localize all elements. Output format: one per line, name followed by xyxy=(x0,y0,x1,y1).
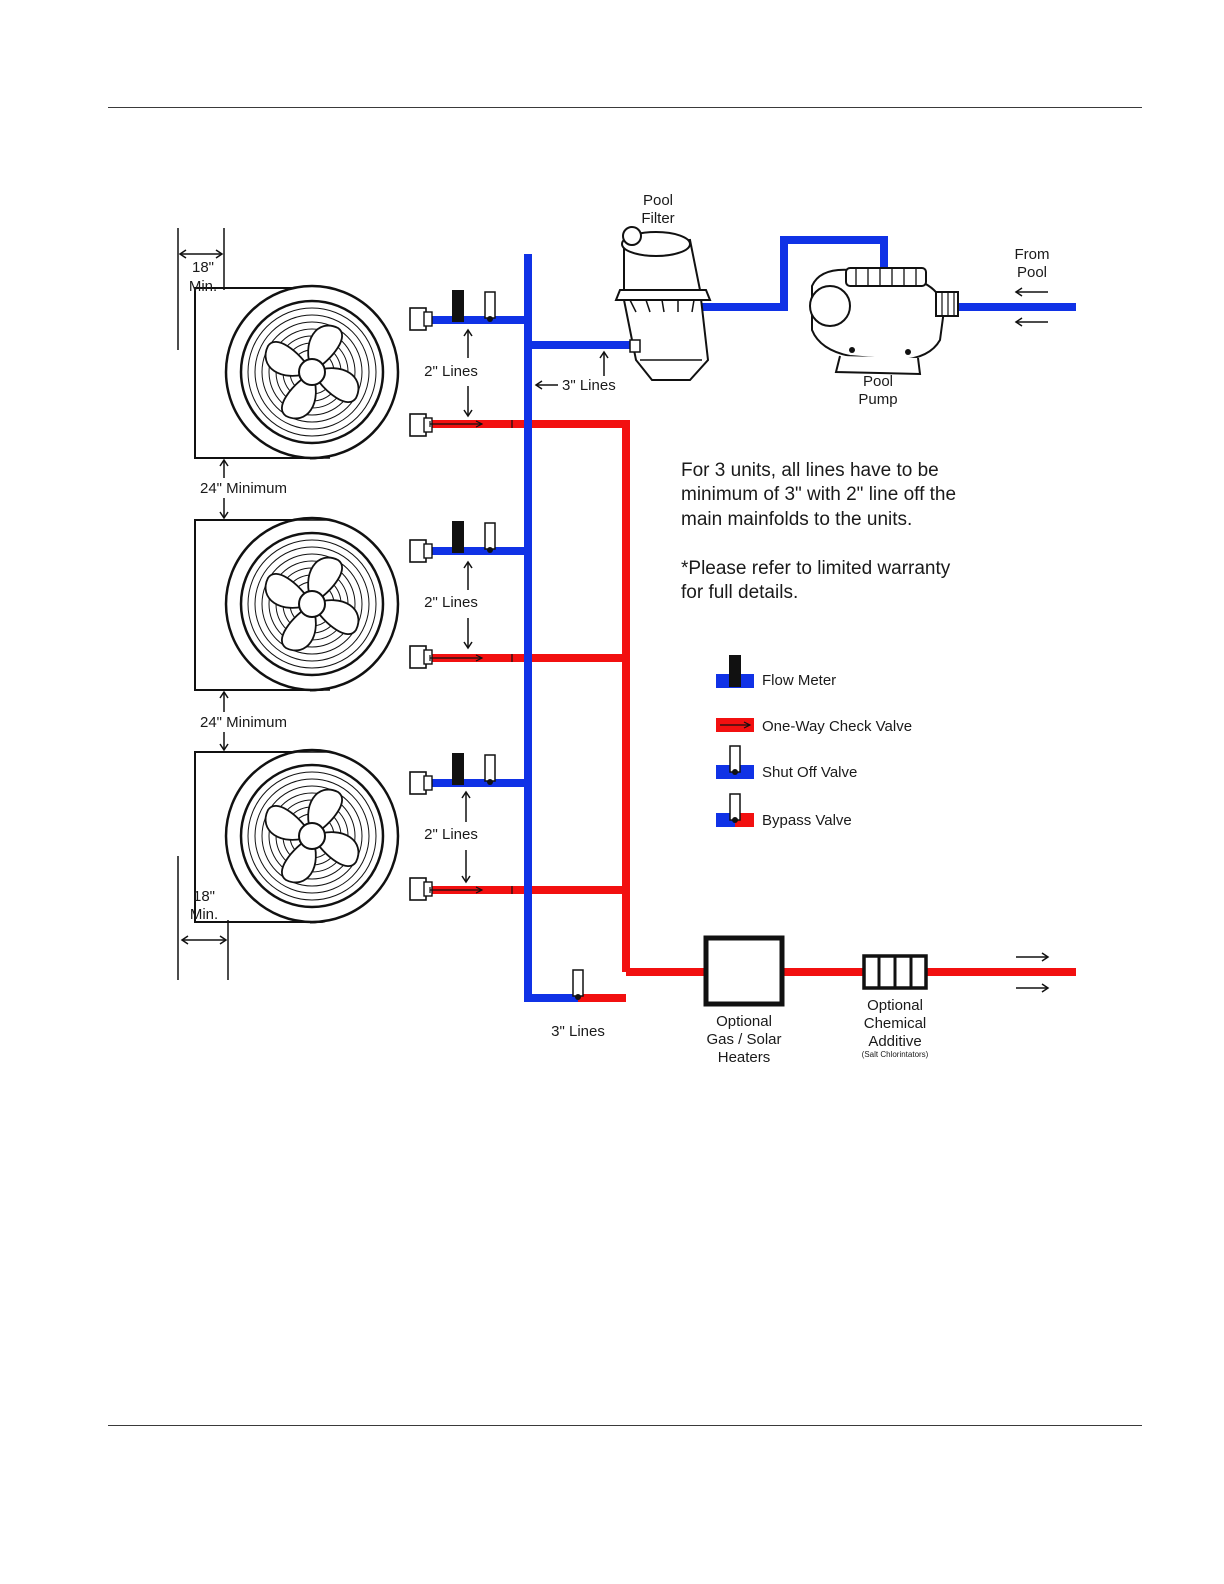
flow-meter-icon xyxy=(729,655,741,687)
minimum-24-label-1: 24" Minimum xyxy=(200,480,287,497)
chemical-label-line-3: Additive xyxy=(868,1033,921,1050)
check-valve-icon xyxy=(429,654,484,662)
heat-pump-unit-1 xyxy=(193,284,434,460)
gas-solar-heater-icon xyxy=(703,935,785,1007)
flow-meter-icon xyxy=(452,753,464,785)
legend-label-bypass-valve: Bypass Valve xyxy=(762,812,852,829)
pool-pump-icon xyxy=(809,267,959,376)
legend-label-shut-off-valve: Shut Off Valve xyxy=(762,764,857,781)
chemical-label: Optional Chemical Additive (Salt Chlorin… xyxy=(862,997,929,1059)
heat-pump-unit-3 xyxy=(193,748,434,924)
note-line-1: For 3 units, all lines have to be xyxy=(681,460,939,481)
pipes xyxy=(430,236,1076,1002)
lines-2in-label-unit-3: 2" Lines xyxy=(424,826,478,843)
chemical-label-line-1: Optional xyxy=(867,997,923,1014)
footer-rule xyxy=(108,1425,1142,1426)
spacing-18-bottom-label: 18" Min. xyxy=(190,888,218,923)
from-pool-label-line-2: Pool xyxy=(1017,264,1047,281)
spacing-18-bottom-line-2: Min. xyxy=(190,906,218,923)
shut-off-valve-icon xyxy=(484,522,496,553)
check-valve-icon xyxy=(429,420,484,428)
pool-filter-icon xyxy=(614,226,712,381)
lines-2in-label-unit-2: 2" Lines xyxy=(424,594,478,611)
note-line-2: minimum of 3" with 2" line off the xyxy=(681,484,956,505)
hot-manifold xyxy=(430,420,630,972)
heat-pump-unit-2 xyxy=(193,516,434,692)
legend-label-check-valve: One-Way Check Valve xyxy=(762,718,912,735)
lines-3in-label-upper: 3" Lines xyxy=(562,377,616,394)
header-rule xyxy=(108,107,1142,108)
heaters-label-line-1: Optional xyxy=(716,1013,772,1030)
chemical-additive-icon xyxy=(862,954,928,990)
bypass-valve-icon xyxy=(729,793,741,823)
chemical-label-line-2: Chemical xyxy=(864,1015,927,1032)
spacing-18-bottom-line-1: 18" xyxy=(193,888,215,905)
note-line-3: main mainfolds to the units. xyxy=(681,509,912,530)
lines-3in-label-lower: 3" Lines xyxy=(551,1023,605,1040)
installation-note: For 3 units, all lines have to be minimu… xyxy=(681,460,956,603)
valves xyxy=(429,290,584,1000)
pool-filter-label-line-2: Filter xyxy=(641,210,674,227)
pool-pump-label-line-1: Pool xyxy=(863,373,893,390)
minimum-24-label-2: 24" Minimum xyxy=(200,714,287,731)
dimension-marks xyxy=(177,228,1050,993)
chemical-note: (Salt Chlorintators) xyxy=(862,1050,929,1059)
warranty-line-1: *Please refer to limited warranty xyxy=(681,558,951,579)
pool-filter-label: Pool Filter xyxy=(641,192,674,227)
bypass-valve-icon xyxy=(572,969,584,1000)
legend-label-flow-meter: Flow Meter xyxy=(762,672,836,689)
check-valve-icon xyxy=(429,886,484,894)
check-valve-icon xyxy=(720,721,752,729)
pool-pump-label: Pool Pump xyxy=(858,373,897,408)
pool-filter-label-line-1: Pool xyxy=(643,192,673,209)
flow-meter-icon xyxy=(452,521,464,553)
flow-meter-icon xyxy=(452,290,464,322)
spacing-18-top-line-2: Min. xyxy=(189,278,217,295)
heaters-label-line-2: Gas / Solar xyxy=(706,1031,781,1048)
spacing-18-top-line-1: 18" xyxy=(192,259,214,276)
pool-pump-label-line-2: Pump xyxy=(858,391,897,408)
shut-off-valve-icon xyxy=(484,291,496,322)
spacing-18-top-label: 18" Min. xyxy=(189,259,217,295)
lines-2in-label-unit-1: 2" Lines xyxy=(424,363,478,380)
warranty-line-2: for full details. xyxy=(681,582,798,603)
cold-line-filter-to-pump xyxy=(700,236,888,311)
shut-off-valve-icon xyxy=(484,754,496,785)
from-pool-label: From Pool xyxy=(1015,246,1050,281)
heaters-label: Optional Gas / Solar Heaters xyxy=(706,1013,781,1066)
heaters-label-line-3: Heaters xyxy=(718,1049,771,1066)
legend: Flow Meter One-Way Check Valve Shut Off … xyxy=(716,655,912,829)
shut-off-valve-icon xyxy=(729,745,741,775)
cold-manifold xyxy=(524,254,578,1002)
from-pool-label-line-1: From xyxy=(1015,246,1050,263)
